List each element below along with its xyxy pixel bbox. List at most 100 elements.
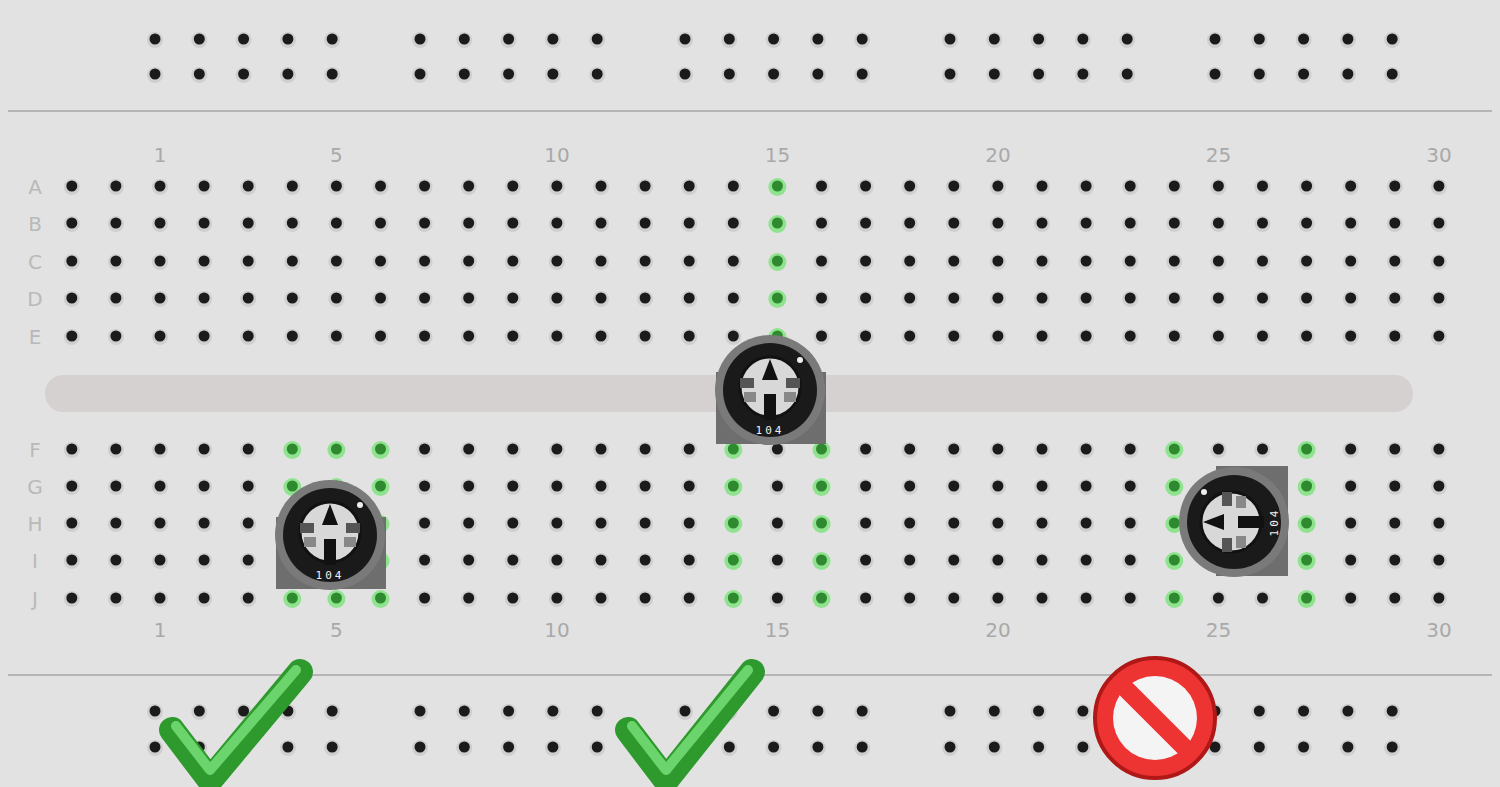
hole-halo xyxy=(810,740,826,756)
hole xyxy=(1033,69,1044,80)
hole-halo xyxy=(593,216,609,232)
hole-halo xyxy=(1255,442,1271,458)
hole-halo xyxy=(858,516,874,532)
hole-halo xyxy=(240,179,256,195)
hole xyxy=(551,555,562,566)
hole-halo xyxy=(986,740,1002,756)
hole xyxy=(287,444,298,455)
hole xyxy=(1389,181,1400,192)
hole xyxy=(507,444,518,455)
hole xyxy=(155,218,166,229)
hole-halo xyxy=(417,179,433,195)
hole xyxy=(640,444,651,455)
hole xyxy=(1387,706,1398,717)
hole-halo xyxy=(902,553,918,569)
hole-halo xyxy=(681,216,697,232)
hole xyxy=(816,293,827,304)
hole-halo xyxy=(240,216,256,232)
hole-halo xyxy=(1387,442,1403,458)
hole xyxy=(1345,555,1356,566)
hole xyxy=(728,256,739,267)
hole-halo xyxy=(1078,216,1094,232)
hole xyxy=(1077,69,1088,80)
hole-halo xyxy=(1384,67,1400,83)
hole xyxy=(724,742,735,753)
hole-halo xyxy=(1431,442,1447,458)
hole-halo xyxy=(681,254,697,270)
hole xyxy=(948,444,959,455)
hole-halo xyxy=(637,291,653,307)
trimpot xyxy=(715,335,826,445)
hole-halo xyxy=(1431,516,1447,532)
hole-halo xyxy=(545,704,561,720)
hole-halo xyxy=(152,329,168,345)
hole-halo xyxy=(240,329,256,345)
hole xyxy=(1254,69,1265,80)
hole-halo xyxy=(284,254,300,270)
hole xyxy=(194,69,205,80)
hole-halo xyxy=(1387,216,1403,232)
hole xyxy=(1257,293,1268,304)
hole-halo xyxy=(681,553,697,569)
hole xyxy=(684,181,695,192)
hole-halo xyxy=(854,704,870,720)
hole xyxy=(728,481,739,492)
hole xyxy=(860,293,871,304)
hole-halo xyxy=(64,329,80,345)
hole xyxy=(1433,181,1444,192)
hole-halo xyxy=(240,442,256,458)
hole-halo xyxy=(108,516,124,532)
hole xyxy=(1169,293,1180,304)
column-number: 1 xyxy=(154,145,167,165)
column-number: 20 xyxy=(985,145,1010,165)
hole-halo xyxy=(1034,254,1050,270)
hole xyxy=(1345,331,1356,342)
part-value: 104 xyxy=(756,425,785,436)
hole xyxy=(110,256,121,267)
hole xyxy=(551,593,562,604)
hole xyxy=(419,481,430,492)
hole xyxy=(640,593,651,604)
hole xyxy=(1122,34,1133,45)
hole xyxy=(945,706,956,717)
hole xyxy=(66,331,77,342)
hole-halo xyxy=(1343,291,1359,307)
hole xyxy=(547,742,558,753)
hole-halo xyxy=(990,179,1006,195)
hole-halo xyxy=(64,516,80,532)
hole-halo xyxy=(854,740,870,756)
hole-halo xyxy=(280,32,296,48)
hole xyxy=(199,181,210,192)
hole-halo xyxy=(769,516,785,532)
hole-halo xyxy=(858,442,874,458)
hole-halo xyxy=(1031,740,1047,756)
hole-halo xyxy=(1210,291,1226,307)
hole-halo xyxy=(1078,329,1094,345)
hole xyxy=(640,518,651,529)
hole xyxy=(1345,593,1356,604)
hole xyxy=(66,481,77,492)
hole-halo xyxy=(946,442,962,458)
hole-halo xyxy=(152,591,168,607)
hole-halo xyxy=(549,479,565,495)
hole xyxy=(816,331,827,342)
hole xyxy=(1389,218,1400,229)
hole-halo xyxy=(677,32,693,48)
hole xyxy=(992,331,1003,342)
hole xyxy=(287,481,298,492)
hole xyxy=(66,293,77,304)
hole xyxy=(1345,481,1356,492)
hole-halo xyxy=(1340,704,1356,720)
hole xyxy=(904,293,915,304)
column-number: 20 xyxy=(985,620,1010,640)
part-value: 104 xyxy=(1269,508,1280,537)
hole xyxy=(1210,69,1221,80)
hole xyxy=(640,293,651,304)
hole xyxy=(1210,34,1221,45)
hole xyxy=(1081,444,1092,455)
hole xyxy=(860,481,871,492)
hole xyxy=(992,218,1003,229)
hole-halo xyxy=(196,216,212,232)
hole-halo xyxy=(152,442,168,458)
hole xyxy=(243,256,254,267)
